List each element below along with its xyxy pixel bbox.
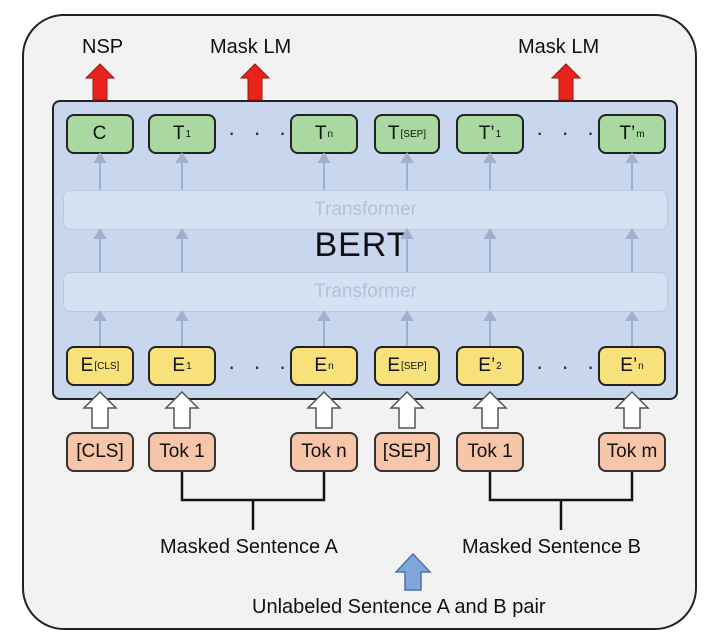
transformer-layer-lower: Transformer <box>63 272 668 312</box>
embedding-sub: [SEP] <box>401 360 427 372</box>
embedding-e-cls: E[CLS] <box>66 346 134 386</box>
mask-lm-label-a: Mask LM <box>210 36 292 58</box>
embedding-sub: 2 <box>496 360 502 372</box>
input-token-sep: [SEP] <box>374 432 440 472</box>
embedding-e-sep: E[SEP] <box>374 346 440 386</box>
output-token-main: T’ <box>478 123 495 144</box>
sentence-a-bracket <box>180 472 326 502</box>
input-arrow-icon <box>614 390 650 429</box>
sentence-pair-label: Unlabeled Sentence A and B pair <box>252 596 546 618</box>
internal-flow-arrows <box>93 152 639 346</box>
sentence-a-label: Masked Sentence A <box>160 536 338 558</box>
embedding-main: E <box>80 355 94 376</box>
output-token-sub: m <box>636 128 645 140</box>
sentence-pair-arrow-icon <box>394 552 432 591</box>
input-token-tok1-b: Tok 1 <box>456 432 524 472</box>
nsp-arrow-icon <box>84 63 116 101</box>
output-token-sub: [SEP] <box>400 128 427 140</box>
output-token-main: C <box>92 123 107 144</box>
input-arrow-icon <box>164 390 200 429</box>
output-token-main: T <box>172 123 185 144</box>
sentence-b-bracket <box>488 472 634 502</box>
sentence-b-label: Masked Sentence B <box>462 536 641 558</box>
embedding-sub: n <box>328 360 334 372</box>
embedding-main: E <box>314 355 328 376</box>
input-token-tok1-a: Tok 1 <box>148 432 216 472</box>
output-token-sub: 1 <box>185 128 192 140</box>
output-ellipsis-a: · · · <box>228 120 293 145</box>
input-token-tokn: Tok n <box>290 432 358 472</box>
input-token-cls: [CLS] <box>66 432 134 472</box>
input-token-tokm: Tok m <box>598 432 666 472</box>
transformer-layer-upper: Transformer <box>63 190 668 230</box>
input-arrow-icon <box>389 390 425 429</box>
nsp-label: NSP <box>82 36 124 58</box>
mask-lm-label-b: Mask LM <box>518 36 600 58</box>
input-arrow-icon <box>306 390 342 429</box>
embedding-eprime2: E’2 <box>456 346 524 386</box>
embedding-sub: [CLS] <box>94 360 120 372</box>
output-token-main: T <box>314 123 327 144</box>
output-ellipsis-b: · · · <box>536 120 601 145</box>
mask-lm-arrow-icon-a <box>239 63 271 101</box>
bert-label: BERT <box>314 226 409 264</box>
output-token-tsep: T[SEP] <box>374 114 440 154</box>
output-token-main: T’ <box>619 123 636 144</box>
embedding-main: E <box>172 355 186 376</box>
embedding-eprime-n: E’n <box>598 346 666 386</box>
output-token-sub: n <box>327 128 334 140</box>
mask-lm-arrow-icon-b <box>550 63 582 101</box>
output-token-sub: 1 <box>495 128 502 140</box>
embedding-ellipsis-b: · · · <box>536 354 601 379</box>
embedding-main: E’ <box>620 355 638 376</box>
output-token-main: T <box>387 123 400 144</box>
embedding-sub: 1 <box>186 360 192 372</box>
embedding-main: E <box>387 355 401 376</box>
input-arrow-icon <box>82 390 118 429</box>
embedding-ellipsis-a: · · · <box>228 354 293 379</box>
embedding-main: E’ <box>478 355 496 376</box>
embedding-sub: n <box>638 360 644 372</box>
input-arrow-icon <box>472 390 508 429</box>
